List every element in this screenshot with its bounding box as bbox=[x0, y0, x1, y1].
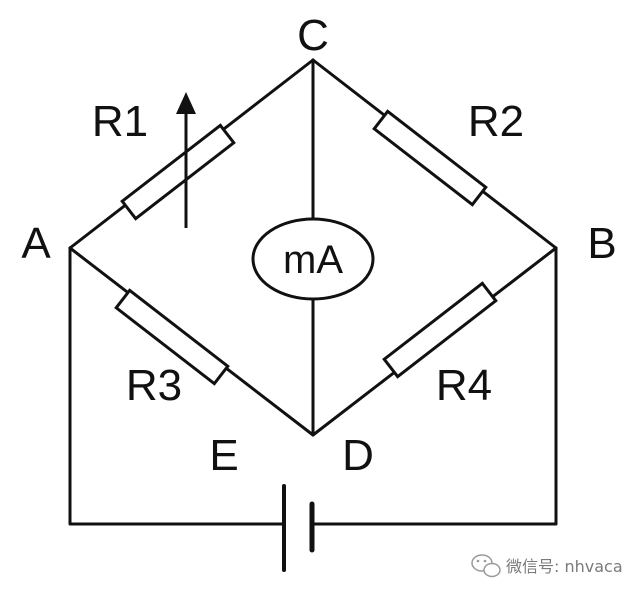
resistor-label-r4: R4 bbox=[436, 361, 492, 410]
wire-a-battery bbox=[68, 246, 286, 526]
battery-loop bbox=[68, 246, 558, 572]
node-label-d: D bbox=[342, 431, 374, 480]
node-label-c: C bbox=[297, 11, 329, 60]
milliammeter: mA bbox=[251, 217, 375, 301]
wire-b-battery bbox=[310, 246, 558, 526]
variable-arrow-icon bbox=[176, 92, 196, 228]
resistor-label-r3: R3 bbox=[126, 361, 182, 410]
resistor-r2 bbox=[372, 109, 488, 207]
node-label-a: A bbox=[21, 219, 51, 268]
meter-label: mA bbox=[283, 238, 343, 282]
resistor-label-r2: R2 bbox=[468, 97, 524, 146]
wechat-icon bbox=[471, 554, 501, 578]
node-label-e: E bbox=[209, 431, 238, 480]
resistor-label-r1: R1 bbox=[92, 97, 148, 146]
watermark-text: 微信号: nhvaca bbox=[506, 557, 623, 576]
node-label-b: B bbox=[587, 219, 616, 268]
watermark: 微信号: nhvaca bbox=[471, 554, 623, 578]
resistor-r3 bbox=[114, 288, 230, 386]
resistor-r4 bbox=[382, 281, 498, 379]
